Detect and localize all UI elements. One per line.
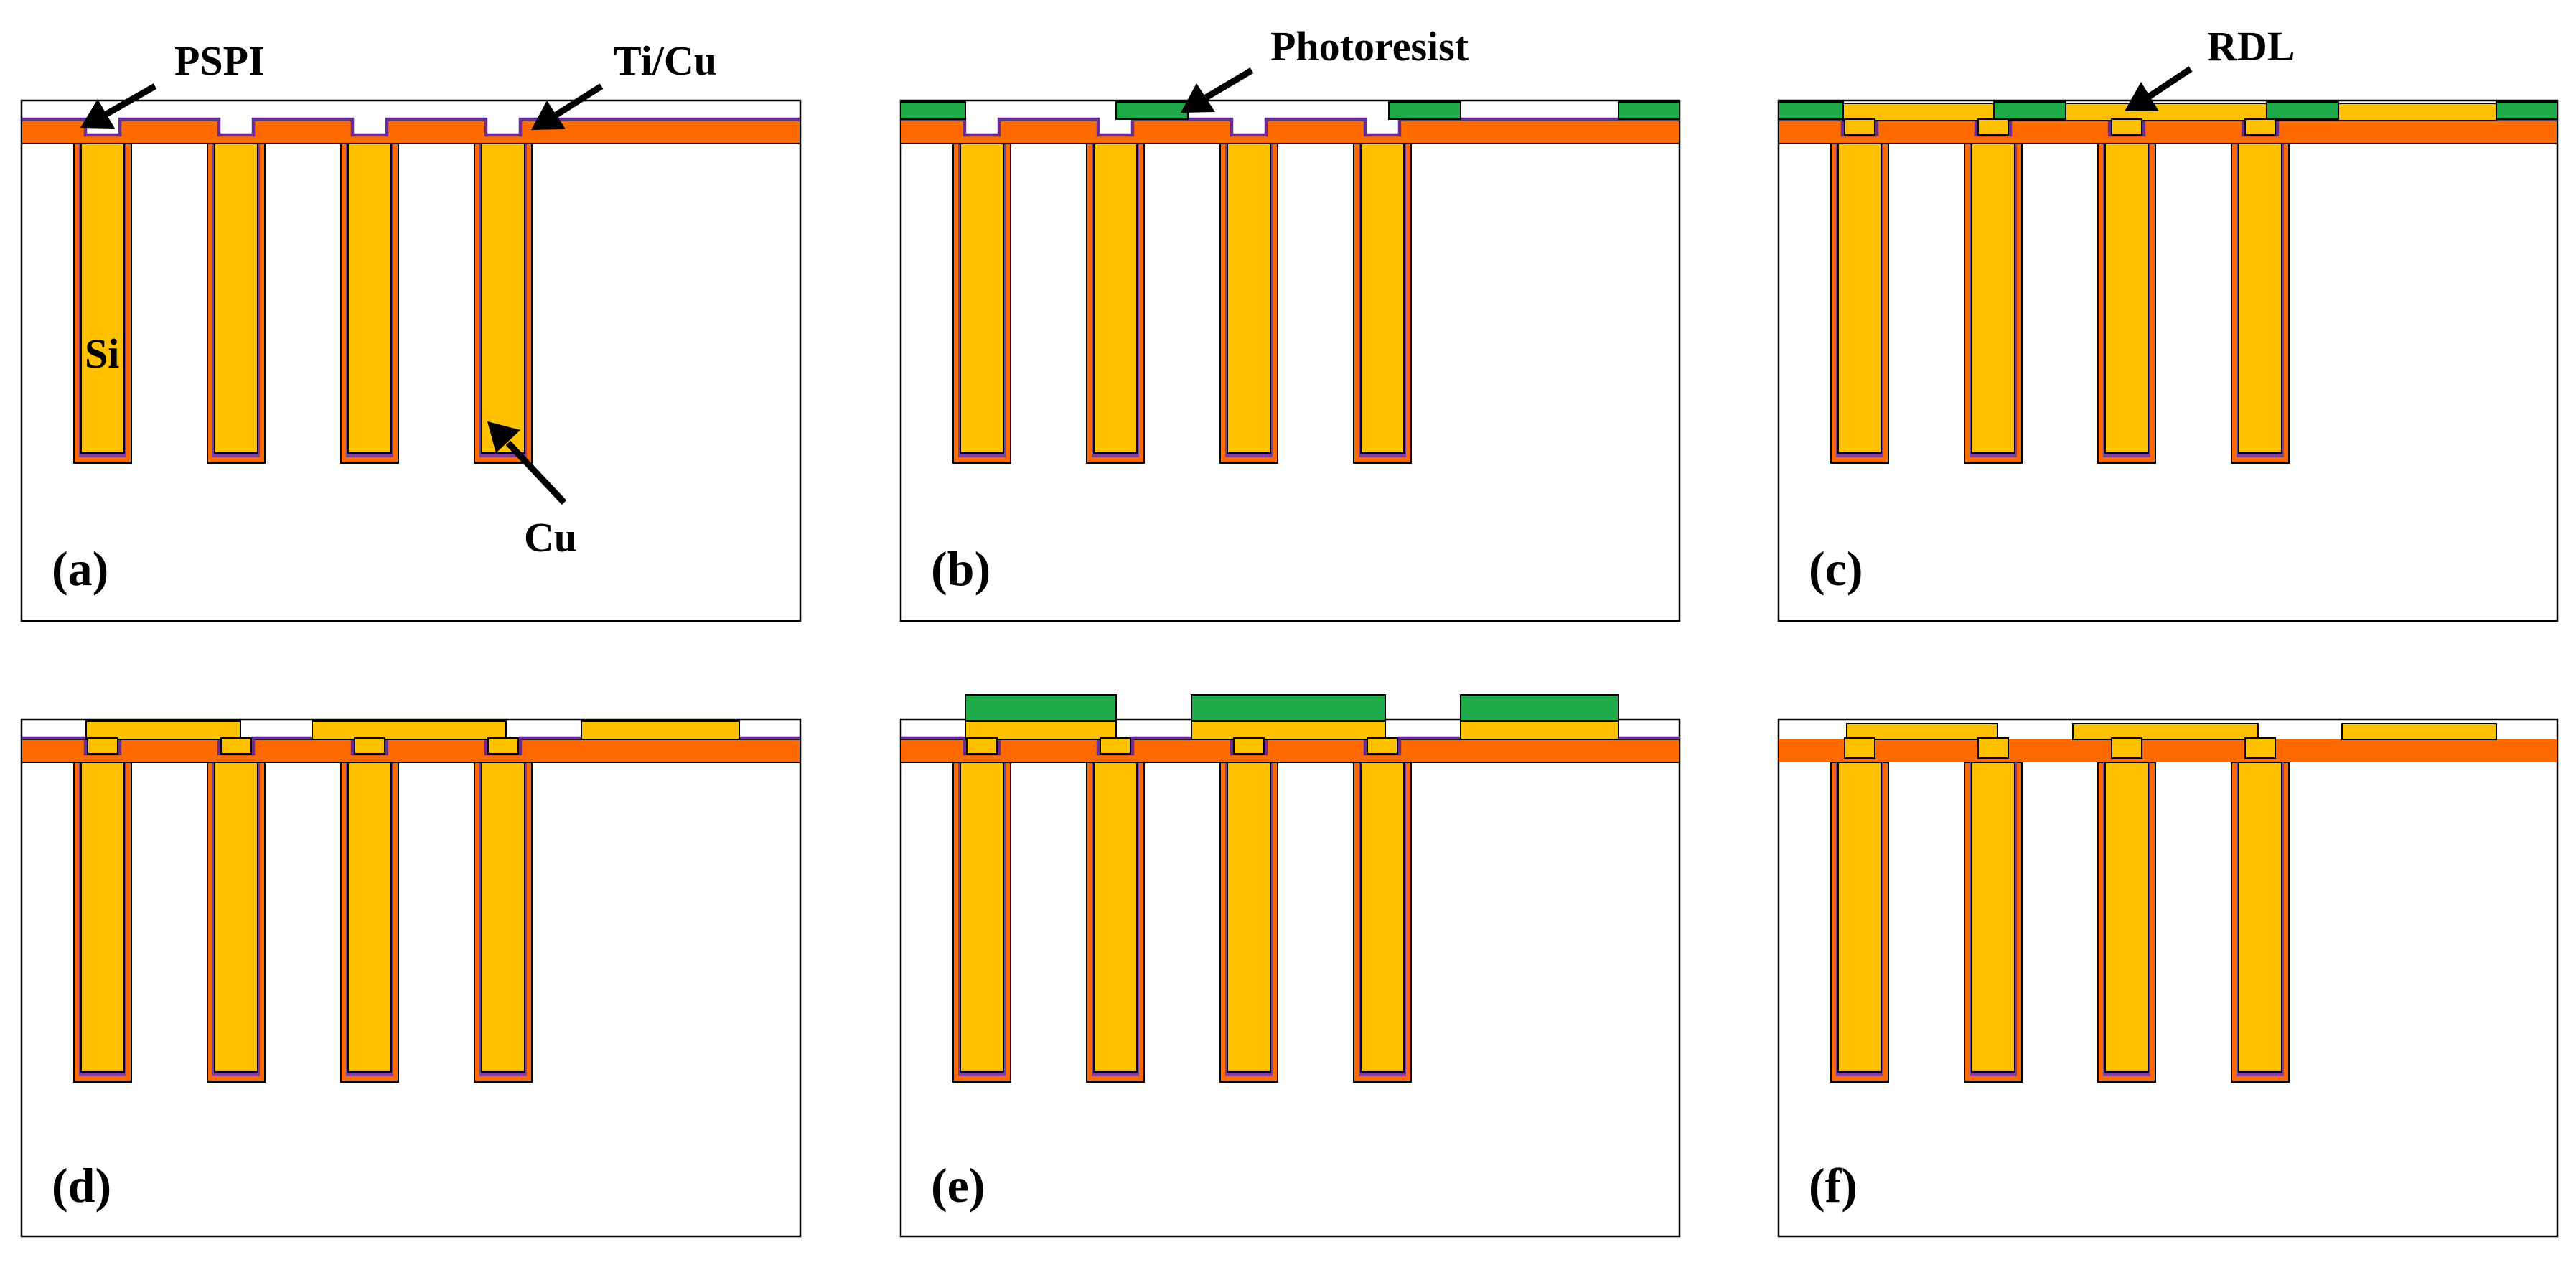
panel-label-e: (e) <box>931 1158 985 1213</box>
rdl-via-plug <box>354 737 385 755</box>
rdl-pad <box>2072 723 2259 740</box>
photoresist-block <box>1460 694 1619 722</box>
rdl-via-plug <box>966 737 998 755</box>
pspi-layer <box>21 120 801 144</box>
panel-frame <box>899 99 1681 622</box>
panel-c: (c) <box>1777 99 2559 622</box>
photoresist-block <box>2266 101 2339 120</box>
tsv-via-core <box>1093 762 1138 1073</box>
panel-d: (d) <box>20 718 802 1238</box>
rdl-via-plug <box>487 737 519 755</box>
tsv-via-core <box>2104 143 2149 454</box>
rdl-via-plug <box>2111 118 2142 136</box>
panel-f: (f) <box>1777 718 2559 1238</box>
panel-frame <box>20 718 802 1238</box>
panel-label-a: (a) <box>52 541 108 596</box>
rdl-arrow <box>2125 66 2193 111</box>
tsv-via-core <box>2104 762 2149 1073</box>
si-label: Si <box>85 330 119 377</box>
tsv-via-core <box>1837 762 1882 1073</box>
pspi-layer <box>1779 739 2557 762</box>
tsv-via-core <box>214 143 258 454</box>
rdl-via-plug <box>1977 118 2009 136</box>
tsv-via-core <box>1360 143 1405 454</box>
rdl-pad <box>2341 723 2497 740</box>
tsv-via-core <box>1227 143 1271 454</box>
rdl-via-plug <box>2244 118 2276 136</box>
rdl-pad <box>1460 720 1619 740</box>
pspi-layer <box>900 120 1680 144</box>
panel-label-f: (f) <box>1809 1158 1858 1213</box>
rdl-pad <box>581 720 740 740</box>
cu-label: Cu <box>524 514 577 561</box>
pspi-layer <box>900 739 1680 763</box>
tsv-via-core <box>1971 143 2015 454</box>
tsv-via-core <box>1971 762 2015 1073</box>
rdl-via-plug <box>1844 737 1875 759</box>
rdl-via-plug <box>1100 737 1131 755</box>
photoresist-block <box>965 694 1117 722</box>
callouts: PSPI Ti/Cu Si Cu Photoresist RDL <box>80 23 2295 561</box>
ti-cu-seed-layer <box>22 117 800 137</box>
photoresist-block <box>1191 694 1386 722</box>
panel-label-d: (d) <box>52 1158 111 1213</box>
panel-frame <box>1777 718 2559 1238</box>
tsv-via-core <box>2238 143 2282 454</box>
tsv-via-core <box>347 143 392 454</box>
tsv-via-core <box>1837 143 1882 454</box>
tsv-via-core <box>481 762 525 1073</box>
photoresist-block <box>1618 101 1680 120</box>
photoresist-block <box>1993 101 2066 120</box>
rdl-via-plug <box>1844 118 1875 136</box>
rdl-layer <box>1842 103 2497 121</box>
rdl-via-plug <box>2111 737 2142 759</box>
tsv-via-core <box>347 762 392 1073</box>
rdl-via-plug <box>220 737 252 755</box>
rdl-via-plug <box>87 737 118 755</box>
panel-a: (a) <box>20 99 802 622</box>
rdl-pad <box>1191 720 1386 740</box>
photoresist-label: Photoresist <box>1270 23 1469 70</box>
rdl-pad <box>312 720 507 740</box>
tsv-via-core <box>1093 143 1138 454</box>
tsv-via-core <box>80 143 125 454</box>
tsv-via-core <box>1360 762 1405 1073</box>
ti-cu-label: Ti/Cu <box>614 37 717 84</box>
photoresist-block <box>900 101 966 120</box>
panel-frame <box>1777 99 2559 622</box>
photoresist-block <box>1778 101 1844 120</box>
rdl-pad <box>1846 723 1998 740</box>
panel-frame <box>20 99 802 622</box>
pspi-label: PSPI <box>174 37 265 84</box>
rdl-via-plug <box>1233 737 1265 755</box>
rdl-via-plug <box>1977 737 2009 759</box>
photoresist-block <box>2496 101 2558 120</box>
pspi-layer <box>21 739 801 763</box>
panel-b: (b) <box>899 99 1681 622</box>
tsv-via-core <box>960 143 1004 454</box>
photoresist-block <box>1115 101 1189 120</box>
rdl-via-plug <box>1367 737 1398 755</box>
tsv-via-core <box>80 762 125 1073</box>
tsv-via-core <box>960 762 1004 1073</box>
panel-label-c: (c) <box>1809 541 1863 596</box>
tsv-via-core <box>1227 762 1271 1073</box>
pspi-layer <box>1778 120 2558 144</box>
tsv-via-core <box>2238 762 2282 1073</box>
rdl-pad <box>965 720 1117 740</box>
panel-e: (e) <box>899 694 1681 1238</box>
pspi-arrow <box>80 83 157 129</box>
rdl-pad <box>85 720 241 740</box>
panel-frame <box>899 718 1681 1238</box>
tsv-via-core <box>214 762 258 1073</box>
rdl-via-plug <box>2244 737 2276 759</box>
photoresist-arrow <box>1181 67 1254 113</box>
photoresist-block <box>1388 101 1461 120</box>
rdl-label: RDL <box>2207 23 2295 70</box>
tsv-via-core <box>481 143 525 454</box>
panel-label-b: (b) <box>931 541 990 596</box>
cu-arrow <box>487 421 567 505</box>
ti-cu-arrow <box>531 83 604 130</box>
